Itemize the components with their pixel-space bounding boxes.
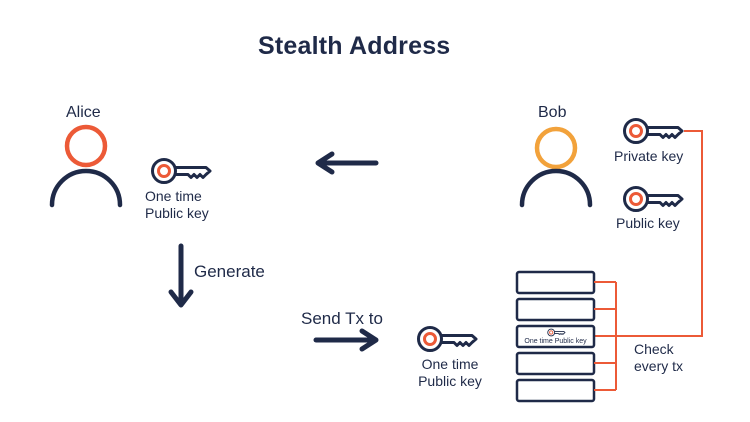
- alice-key-label: One time Public key: [145, 188, 209, 222]
- generate-label: Generate: [194, 262, 265, 281]
- bob-private-key-icon: [623, 118, 684, 144]
- alice-avatar-icon: [49, 124, 123, 208]
- alice-key-icon: [151, 158, 212, 184]
- ledger-highlight-entry: One time Public key: [524, 338, 587, 345]
- arrow-left-icon: [315, 151, 379, 175]
- check-label-line2: every tx: [634, 358, 684, 374]
- sent-key-icon: [417, 326, 478, 352]
- ledger-icon: [515, 270, 596, 403]
- alice-key-label-line2: Public key: [145, 205, 209, 221]
- check-bracket: [594, 281, 617, 391]
- private-key-connector: [594, 130, 703, 337]
- bob-public-key-icon: [623, 186, 684, 212]
- check-every-tx-label: Check every tx: [634, 341, 683, 375]
- sent-key-label-line1: One time: [421, 356, 479, 372]
- check-label-line1: Check: [634, 341, 674, 357]
- arrow-right-icon: [313, 328, 379, 352]
- alice-key-label-line1: One time: [145, 188, 202, 204]
- page-title: Stealth Address: [258, 32, 451, 60]
- alice-name: Alice: [66, 104, 101, 121]
- send-tx-label: Send Tx to: [301, 309, 383, 328]
- bob-private-key-label: Private key: [614, 148, 684, 164]
- bob-name: Bob: [538, 104, 567, 121]
- arrow-down-icon: [168, 243, 194, 308]
- sent-key-label: One time Public key: [410, 356, 490, 390]
- bob-public-key-label: Public key: [616, 215, 680, 231]
- sent-key-label-line2: Public key: [418, 373, 482, 389]
- bob-avatar-icon: [519, 126, 593, 208]
